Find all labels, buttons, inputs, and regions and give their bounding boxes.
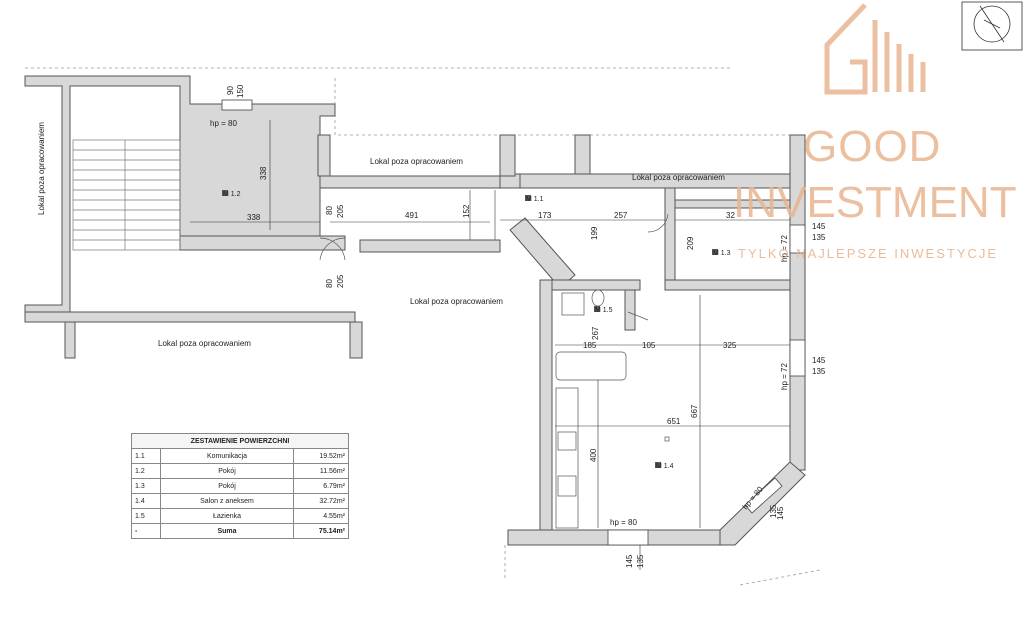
- staircase: [72, 139, 181, 251]
- dim-152: 152: [462, 204, 471, 218]
- dim-325: 325: [723, 341, 737, 350]
- row-area: 6.79m²: [293, 478, 349, 494]
- dim-667: 667: [690, 404, 699, 418]
- dim-90: 90: [226, 86, 235, 95]
- row-name: Salon z aneksem: [160, 493, 294, 509]
- walls: [24, 75, 806, 546]
- toilet: [591, 289, 605, 307]
- dim-32: 32: [726, 211, 735, 220]
- row-id: 1.3: [131, 478, 161, 494]
- dim-199: 199: [590, 226, 599, 240]
- row-name: Łazienka: [160, 508, 294, 524]
- dim-145-d: 145: [625, 554, 634, 568]
- windows: [221, 99, 806, 546]
- dim-185: 185: [583, 341, 597, 350]
- table-sum-row: - Suma 75.14m²: [131, 523, 349, 539]
- dim-hp80-bottom: hp = 80: [610, 518, 637, 527]
- dim-205-a: 205: [336, 204, 345, 218]
- dim-173: 173: [538, 211, 552, 220]
- room-m15: M 1.5: [595, 307, 613, 314]
- row-id: 1.5: [131, 508, 161, 524]
- row-area: 32.72m²: [293, 493, 349, 509]
- sum-id: -: [131, 523, 161, 539]
- logo-investment-text: INVESTMENT: [733, 178, 1017, 227]
- dim-80-a: 80: [325, 206, 334, 215]
- dim-491: 491: [405, 211, 419, 220]
- outside-label-3: Lokal poza opracowaniem: [410, 297, 503, 306]
- dim-105: 105: [642, 341, 656, 350]
- dim-205-b: 205: [336, 274, 345, 288]
- dim-150: 150: [236, 84, 245, 98]
- table-row: 1.3 Pokój 6.79m²: [131, 478, 349, 494]
- logo: GOOD INVESTMENT TYLKO NAJLEPSZE INWESTYC…: [725, 0, 1024, 270]
- dim-257: 257: [614, 211, 628, 220]
- dimension-lines: [190, 120, 790, 570]
- area-summary-table: ZESTAWIENIE POWIERZCHNI 1.1 Komunikacja …: [131, 433, 349, 539]
- room-tags: M 1.2 M 1.1 M 1.3 M 1.5 M 1.4: [222, 190, 731, 470]
- table-title: ZESTAWIENIE POWIERZCHNI: [131, 433, 349, 449]
- sum-area: 75.14m²: [293, 523, 349, 539]
- row-name: Pokój: [160, 478, 294, 494]
- dim-80-b: 80: [325, 279, 334, 288]
- room-marker: [664, 436, 670, 442]
- table-row: 1.4 Salon z aneksem 32.72m²: [131, 493, 349, 509]
- row-id: 1.4: [131, 493, 161, 509]
- stove: [557, 475, 577, 497]
- room-m13: M 1.3: [713, 250, 731, 257]
- compass-icon: [961, 1, 1023, 51]
- doors: [319, 190, 669, 321]
- row-id: 1.2: [131, 463, 161, 479]
- dim-135-c: 135: [769, 504, 778, 518]
- room-m11: M 1.1: [526, 196, 544, 203]
- dim-400: 400: [589, 448, 598, 462]
- dim-135-d: 135: [636, 554, 645, 568]
- dim-135-a: 135: [812, 233, 826, 242]
- dim-651: 651: [667, 417, 681, 426]
- outside-label-2: Lokal poza opracowaniem: [632, 173, 725, 182]
- outline-dashed: [25, 67, 821, 586]
- row-name: Pokój: [160, 463, 294, 479]
- sum-name: Suma: [160, 523, 294, 539]
- row-name: Komunikacja: [160, 448, 294, 464]
- dim-hp72-a: hp = 72: [780, 235, 789, 262]
- fixtures: [555, 289, 670, 529]
- logo-good-text: GOOD: [803, 122, 942, 171]
- dim-338-h: 338: [247, 213, 261, 222]
- dim-135-b: 135: [812, 367, 826, 376]
- row-area: 11.56m²: [293, 463, 349, 479]
- dimension-labels: 90 150 hp = 80 338 338 80 205 491 152 17…: [210, 84, 826, 568]
- table-row: 1.2 Pokój 11.56m²: [131, 463, 349, 479]
- room-m14: M 1.4: [656, 463, 674, 470]
- dim-145-c: 145: [776, 506, 785, 520]
- sink: [561, 292, 585, 316]
- table-row: 1.1 Komunikacja 19.52m²: [131, 448, 349, 464]
- row-area: 19.52m²: [293, 448, 349, 464]
- dim-145-a: 145: [812, 222, 826, 231]
- dim-209: 209: [686, 236, 695, 250]
- outside-label-4: Lokal poza opracowaniem: [158, 339, 251, 348]
- row-id: 1.1: [131, 448, 161, 464]
- dim-hp72-b: hp = 72: [780, 363, 789, 390]
- room-m12: M 1.2: [223, 191, 241, 198]
- dim-145-b: 145: [812, 356, 826, 365]
- table-row: 1.5 Łazienka 4.55m²: [131, 508, 349, 524]
- dim-338-v: 338: [259, 166, 268, 180]
- outside-label-5: Lokal poza opracowaniem: [37, 122, 46, 215]
- outside-label-1: Lokal poza opracowaniem: [370, 157, 463, 166]
- dim-hp80-top: hp = 80: [210, 119, 237, 128]
- dim-267: 267: [591, 326, 600, 340]
- logo-tagline: TYLKO NAJLEPSZE INWESTYCJE: [738, 246, 999, 261]
- logo-mark-icon: [824, 3, 926, 95]
- bathtub: [555, 351, 627, 381]
- kitchen-counter: [555, 387, 579, 529]
- kitchen-sink: [557, 431, 577, 451]
- row-area: 4.55m²: [293, 508, 349, 524]
